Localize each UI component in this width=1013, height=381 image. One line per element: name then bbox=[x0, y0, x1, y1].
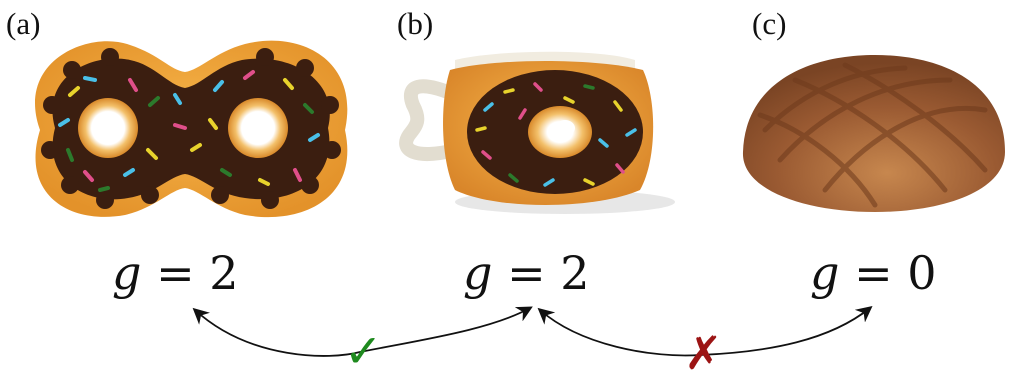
panel-label-a: (a) bbox=[6, 6, 41, 41]
checkmark-icon: ✓ bbox=[344, 324, 383, 378]
genus-value-c: 0 bbox=[907, 246, 937, 300]
donut-mug-illustration bbox=[399, 51, 675, 214]
mug-handle bbox=[399, 79, 462, 161]
genus-variable-b: g bbox=[463, 246, 493, 300]
genus-equals-c: = bbox=[854, 246, 893, 300]
double-donut-glaze bbox=[52, 58, 330, 200]
double-donut-hole-right bbox=[228, 98, 288, 158]
cross-icon: ✗ bbox=[684, 326, 723, 380]
panel-label-c: (c) bbox=[752, 6, 787, 41]
genus-value-a: 2 bbox=[209, 246, 239, 300]
double-donut-illustration bbox=[35, 40, 348, 218]
double-donut-hole-left bbox=[78, 98, 138, 158]
genus-label-b: g = 2 bbox=[463, 250, 590, 296]
genus-variable-a: g bbox=[112, 246, 142, 300]
genus-label-a: g = 2 bbox=[112, 250, 239, 296]
genus-equals-b: = bbox=[507, 246, 546, 300]
genus-value-b: 2 bbox=[560, 246, 590, 300]
genus-equals-a: = bbox=[156, 246, 195, 300]
genus-label-c: g = 0 bbox=[810, 250, 937, 296]
arrow-a-to-b bbox=[192, 306, 533, 357]
bun-illustration bbox=[742, 55, 1005, 212]
arrow-b-to-c bbox=[537, 305, 873, 357]
panel-label-b: (b) bbox=[397, 6, 434, 41]
genus-variable-c: g bbox=[810, 246, 840, 300]
